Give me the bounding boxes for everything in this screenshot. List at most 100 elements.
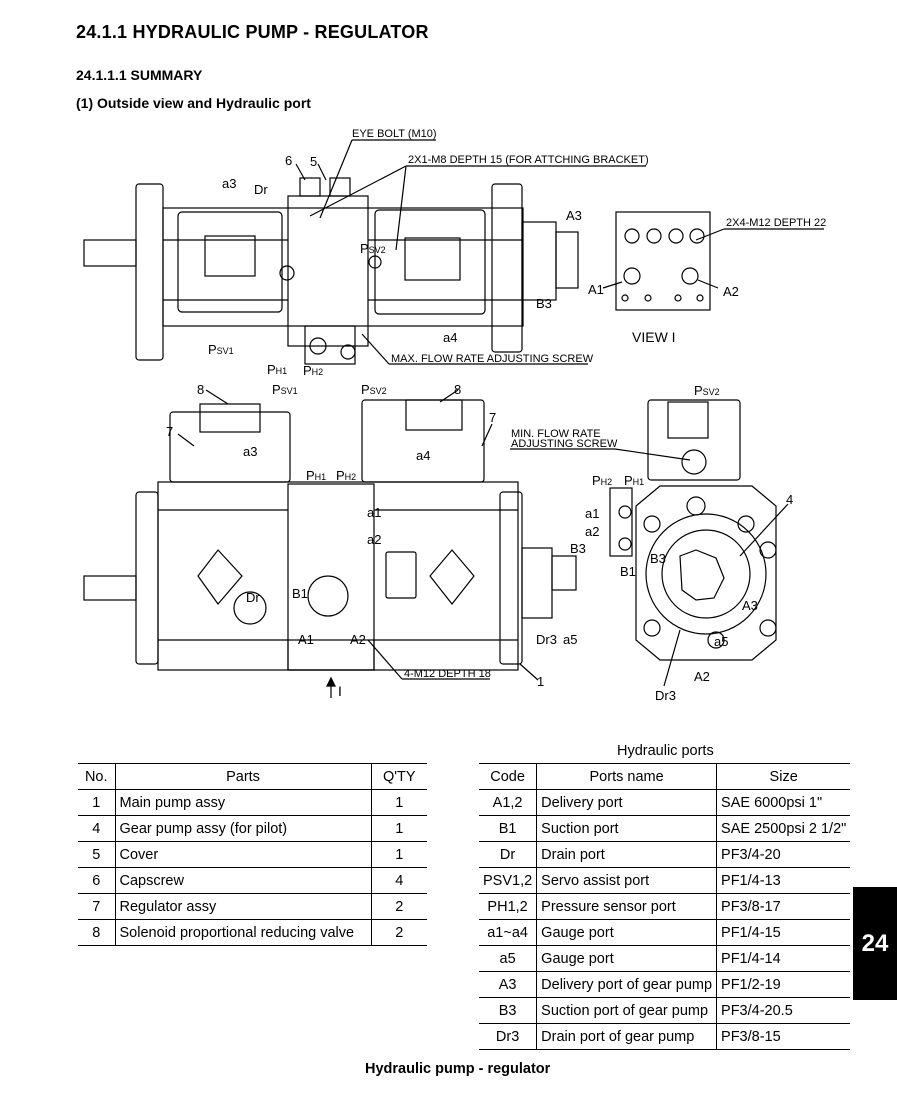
part-name: Main pump assy <box>114 789 371 816</box>
callout-4: 4 <box>786 492 793 507</box>
part-no: 1 <box>78 789 115 816</box>
port-name: Gauge port <box>536 945 717 972</box>
part-no: 7 <box>78 893 115 920</box>
m12-depth22-label: 2X4-M12 DEPTH 22 <box>726 217 826 229</box>
port-code: A3 <box>479 971 537 998</box>
callout-ph2-side: PH2 <box>592 473 612 488</box>
callout-7-left: 7 <box>166 424 173 439</box>
parts-header-parts: Parts <box>114 763 371 790</box>
port-size: SAE 6000psi 1" <box>716 789 851 816</box>
port-name: Servo assist port <box>536 867 717 894</box>
callout-a4-front: a4 <box>416 448 430 463</box>
callout-psv1-front: PSV1 <box>272 382 298 397</box>
parts-header-no: No. <box>78 763 115 790</box>
callout-A3-top: A3 <box>566 208 582 223</box>
port-code: a5 <box>479 945 537 972</box>
part-no: 4 <box>78 815 115 842</box>
port-name: Pressure sensor port <box>536 893 717 920</box>
part-qty: 1 <box>370 815 427 842</box>
port-name: Delivery port <box>536 789 717 816</box>
callout-ph2-top: PH2 <box>303 363 323 378</box>
page-heading: 24.1.1 HYDRAULIC PUMP - REGULATOR <box>76 22 429 42</box>
part-qty: 1 <box>370 841 427 868</box>
port-size: PF3/8-15 <box>716 1023 851 1050</box>
ports-header-row: Code Ports name Size <box>479 763 851 790</box>
parts-header-row: No. Parts Q'TY <box>78 763 427 790</box>
port-code: A1,2 <box>479 789 537 816</box>
part-no: 5 <box>78 841 115 868</box>
port-size: PF3/8-17 <box>716 893 851 920</box>
port-name: Suction port <box>536 815 717 842</box>
figure-caption: Hydraulic pump - regulator <box>365 1061 551 1077</box>
callout-a4-top: a4 <box>443 330 457 345</box>
part-name: Regulator assy <box>114 893 371 920</box>
part-name: Gear pump assy (for pilot) <box>114 815 371 842</box>
callout-a1-side: a1 <box>585 506 599 521</box>
callout-ph1-side: PH1 <box>624 473 644 488</box>
pump-technical-drawing: EYE BOLT (M10) 2X1-M8 DEPTH 15 (FOR ATTC… <box>83 128 826 703</box>
callout-A2-side: A2 <box>694 669 710 684</box>
port-size: PF1/4-13 <box>716 867 851 894</box>
part-qty: 4 <box>370 867 427 894</box>
callout-dr-front: Dr <box>246 590 260 605</box>
callout-a3-top: a3 <box>222 176 236 191</box>
part-qty: 2 <box>370 919 427 946</box>
port-code: B1 <box>479 815 537 842</box>
callout-A2-view: A2 <box>723 284 739 299</box>
part-no: 8 <box>78 919 115 946</box>
callout-psv1-top: PSV1 <box>208 342 234 357</box>
ports-table-caption: Hydraulic ports <box>617 743 714 759</box>
callout-dr-top: Dr <box>254 182 268 197</box>
callout-a5-side: a5 <box>714 634 728 649</box>
port-code: Dr <box>479 841 537 868</box>
callout-ph1-top: PH1 <box>267 362 287 377</box>
port-name: Delivery port of gear pump <box>536 971 717 998</box>
port-name: Suction port of gear pump <box>536 997 717 1024</box>
part-name: Solenoid proportional reducing valve <box>114 919 371 946</box>
view-arrow-label: I <box>338 683 342 699</box>
port-size: PF1/4-14 <box>716 945 851 972</box>
callout-A2-front: A2 <box>350 632 366 647</box>
port-size: PF1/4-15 <box>716 919 851 946</box>
part-no: 6 <box>78 867 115 894</box>
ports-header-name: Ports name <box>536 763 717 790</box>
port-size: PF3/4-20 <box>716 841 851 868</box>
callout-psv2-top: PSV2 <box>360 241 386 256</box>
view-label: VIEW I <box>632 329 676 345</box>
callout-ph2-front: PH2 <box>336 468 356 483</box>
bracket-label: 2X1-M8 DEPTH 15 (FOR ATTCHING BRACKET) <box>408 154 649 166</box>
chapter-tab: 24 <box>853 887 897 1000</box>
callout-5: 5 <box>310 154 317 169</box>
callout-B1-side: B1 <box>620 564 636 579</box>
callout-B3-top: B3 <box>536 296 552 311</box>
part-name: Cover <box>114 841 371 868</box>
subheading: 24.1.1.1 SUMMARY <box>76 67 203 83</box>
callout-a3-front: a3 <box>243 444 257 459</box>
callout-ph1-front: PH1 <box>306 468 326 483</box>
part-qty: 2 <box>370 893 427 920</box>
callout-8-right: 8 <box>454 382 461 397</box>
section-title: (1) Outside view and Hydraulic port <box>76 95 311 111</box>
part-name: Capscrew <box>114 867 371 894</box>
ports-header-size: Size <box>716 763 851 790</box>
port-size: PF1/2-19 <box>716 971 851 998</box>
part-qty: 1 <box>370 789 427 816</box>
m12-depth18-label: 4-M12 DEPTH 18 <box>404 668 491 680</box>
eye-bolt-label: EYE BOLT (M10) <box>352 128 437 140</box>
callout-1: 1 <box>537 674 544 689</box>
